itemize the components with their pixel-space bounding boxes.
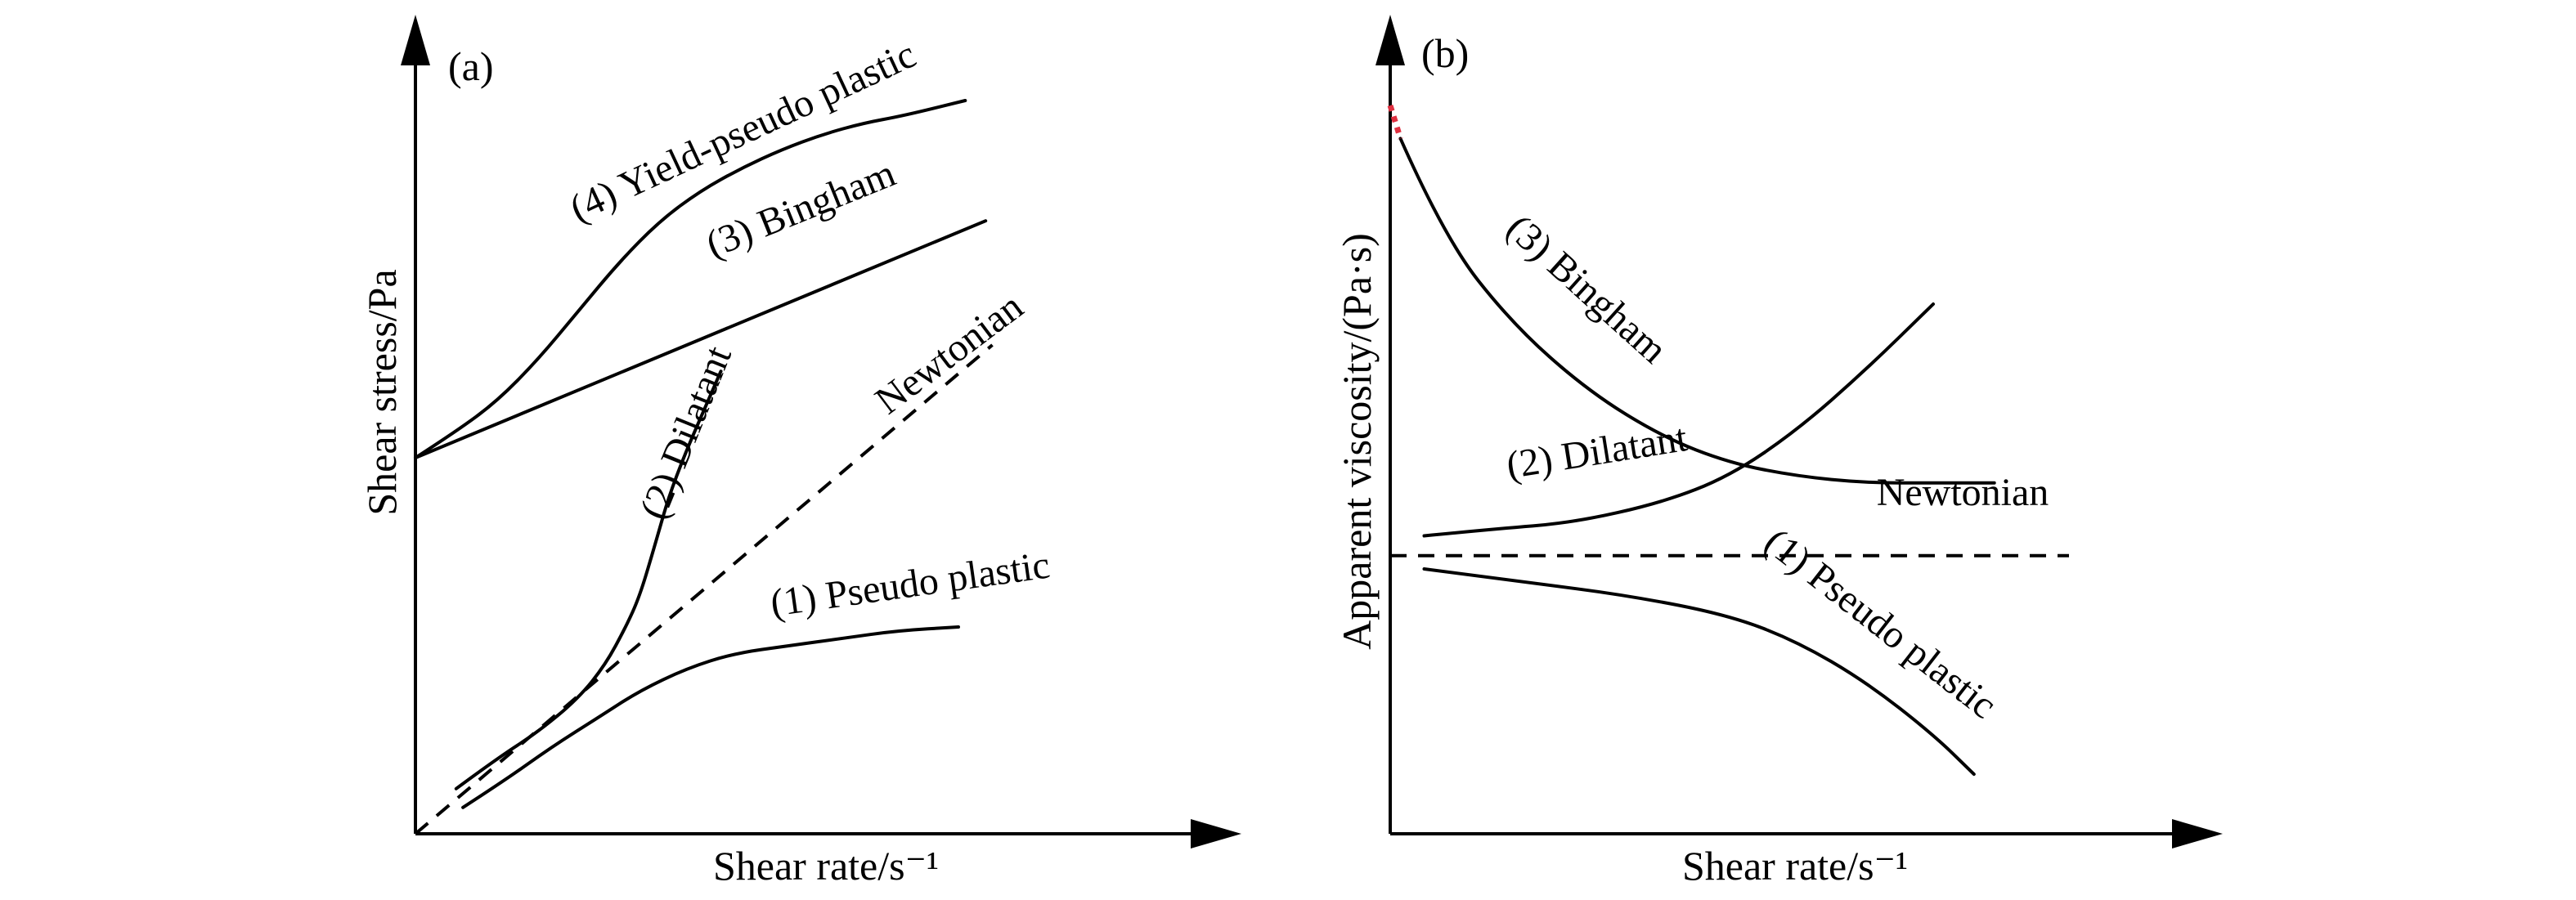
panel-b-y-axis-label: Apparent viscosity/(Pa·s): [1334, 233, 1380, 650]
panel-b-y-axis-arrow-icon: [1376, 15, 1405, 65]
label-pseudo-plastic: (1) Pseudo plastic: [1757, 520, 2005, 728]
series-line-bingham: [414, 219, 988, 459]
series-line-dilatant: [454, 369, 723, 790]
panel-b-x-axis-arrow-icon: [2172, 819, 2223, 849]
panel-b-x-axis-label: Shear rate/s⁻¹: [1682, 843, 1908, 889]
panel-a-x-axis-arrow-icon: [1191, 819, 1241, 849]
label-newtonian: Newtonian: [868, 284, 1031, 423]
panel-a-x-axis-label: Shear rate/s⁻¹: [713, 843, 939, 889]
label-dilatant: (2) Dilatant: [1504, 416, 1691, 487]
series-line-newtonian: [414, 343, 994, 835]
label-newtonian: Newtonian: [1877, 471, 2049, 514]
series-line-dilatant: [1422, 302, 1935, 538]
panel-a-tag: (a): [448, 43, 494, 89]
panel-a-y-axis-arrow-icon: [401, 15, 430, 65]
label-bingham: (3) Bingham: [700, 151, 901, 266]
label-pseudo-plastic: (1) Pseudo plastic: [768, 543, 1052, 625]
series-line-pseudo-plastic: [1422, 567, 1976, 777]
series-line-bingham: [1398, 137, 1996, 485]
panel-b-chart: (b) Shear rate/s⁻¹ Apparent viscosity/(P…: [1334, 15, 2223, 889]
series-line-pseudo-plastic: [461, 625, 960, 809]
panel-a-chart: (a) Shear rate/s⁻¹ Shear stress/Pa (4) Y…: [359, 15, 1241, 889]
series-line-yield-pseudo-plastic: [414, 99, 967, 459]
label-bingham: (3) Bingham: [1498, 206, 1676, 372]
label-dilatant: (2) Dilatant: [631, 339, 740, 525]
panel-b-tag: (b): [1421, 30, 1469, 76]
panel-a-y-axis-label: Shear stress/Pa: [359, 269, 405, 515]
